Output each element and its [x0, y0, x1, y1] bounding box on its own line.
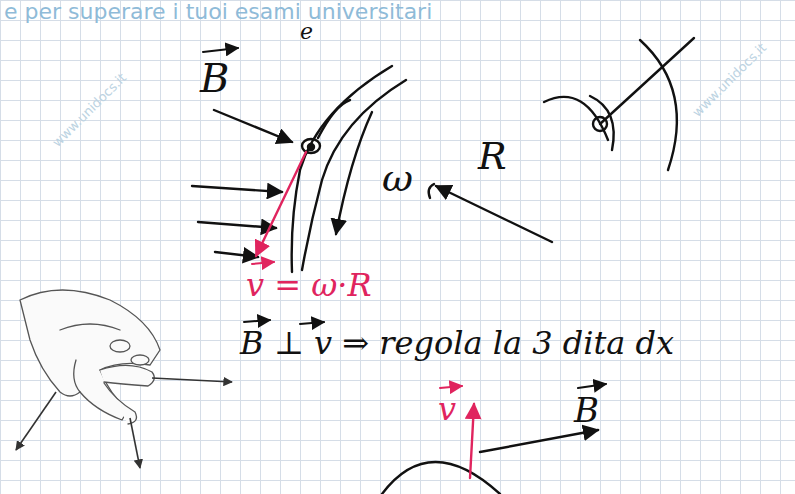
watermark-url: www.unidocs.it: [690, 41, 769, 120]
grid-line: [720, 0, 721, 494]
grid-line: [140, 0, 141, 494]
particle-symbol: e: [300, 20, 313, 44]
grid-line: [640, 0, 641, 494]
grid-line: [100, 0, 101, 494]
grid-line: [160, 0, 161, 494]
vector-symbol: B: [200, 56, 229, 100]
grid-line: [660, 0, 661, 494]
velocity-formula: v = ω·R: [246, 268, 372, 303]
field-sketch: [192, 38, 694, 494]
grid-line: [760, 0, 761, 494]
grid-line: [180, 0, 181, 494]
grid-line: [520, 0, 521, 494]
grid-line: [0, 460, 795, 461]
grid-line: [700, 0, 701, 494]
grid-line: [480, 0, 481, 494]
velocity-sketch: [252, 152, 474, 478]
grid-line: [320, 0, 321, 494]
grid-line: [500, 0, 501, 494]
grid-line: [0, 200, 795, 201]
grid-line: [0, 420, 795, 421]
grid-line: [620, 0, 621, 494]
grid-line: [560, 0, 561, 494]
hand-illustration: [20, 290, 160, 424]
grid-line: [0, 300, 795, 301]
grid-line: [80, 0, 81, 494]
vector-symbol: B: [574, 392, 599, 429]
grid-line: [400, 0, 401, 494]
grid-line: [40, 0, 41, 494]
grid-line: [0, 240, 795, 241]
vector-symbol: v: [438, 392, 456, 427]
grid-line: [0, 0, 1, 494]
grid-line: [340, 0, 341, 494]
grid-line: [60, 0, 61, 494]
grid-line: [20, 0, 21, 494]
grid-line: [300, 0, 301, 494]
grid-line: [420, 0, 421, 494]
grid-line: [360, 0, 361, 494]
rule-note: B ⊥ v ⇒ regola la 3 dita dx: [240, 326, 674, 361]
grid-line: [600, 0, 601, 494]
grid-line: [0, 260, 795, 261]
grid-line: [460, 0, 461, 494]
radius-symbol: R: [478, 136, 507, 178]
grid-line: [0, 40, 795, 41]
grid-line: [0, 480, 795, 481]
grid-line: [780, 0, 781, 494]
grid-line: [540, 0, 541, 494]
watermark-text: e per superare i tuoi esami universitari: [4, 0, 432, 24]
hand-axes: [16, 378, 232, 468]
watermark-url: www.unidocs.it: [50, 71, 129, 150]
grid-line: [0, 280, 795, 281]
grid-line: [0, 60, 795, 61]
grid-line: [280, 0, 281, 494]
grid-line: [0, 220, 795, 221]
grid-line: [0, 440, 795, 441]
grid-line: [240, 0, 241, 494]
grid-line: [680, 0, 681, 494]
angular-velocity-symbol: ω: [382, 158, 413, 200]
